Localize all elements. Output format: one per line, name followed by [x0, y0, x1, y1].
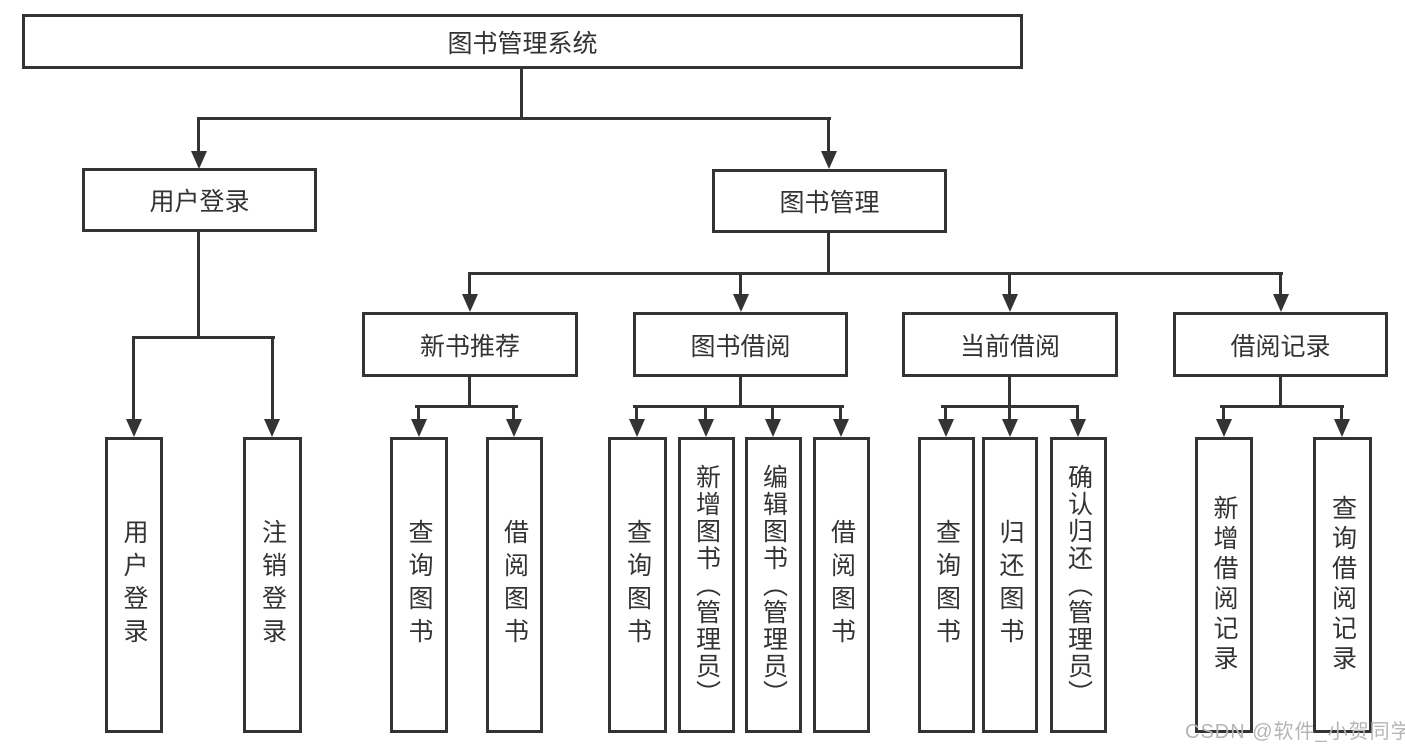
- arrowhead: [938, 419, 954, 437]
- box-book-borrow: 图书借阅: [633, 312, 848, 377]
- arrowhead: [833, 419, 849, 437]
- line-segment: [132, 336, 275, 339]
- leaf-logout: 注销登录: [243, 437, 302, 733]
- leaf-logout-label: 注销登录: [258, 519, 287, 651]
- box-user-login-label: 用户登录: [149, 188, 250, 216]
- leaf-confirm-return-admin: 确认归还（管理员）: [1050, 437, 1107, 733]
- arrowhead: [411, 419, 427, 437]
- arrowhead: [1216, 419, 1232, 437]
- leaf-edit-book-admin: 编辑图书（管理员）: [745, 437, 802, 733]
- box-book-borrow-label: 图书借阅: [690, 332, 791, 361]
- line-segment: [415, 405, 518, 408]
- arrowhead: [462, 294, 478, 312]
- line-segment: [739, 272, 742, 294]
- leaf-borrow-book-1-label: 借阅图书: [500, 519, 529, 651]
- leaf-user-login: 用户登录: [105, 437, 163, 733]
- line-segment: [1008, 377, 1011, 408]
- leaf-add-book-admin: 新增图书（管理员）: [678, 437, 735, 733]
- box-current-borrow: 当前借阅: [902, 312, 1118, 377]
- arrowhead: [821, 151, 837, 169]
- arrowhead: [1070, 419, 1086, 437]
- line-segment: [468, 272, 471, 294]
- line-segment: [468, 272, 1283, 275]
- box-borrow-records: 借阅记录: [1173, 312, 1388, 377]
- arrowhead: [191, 151, 207, 169]
- leaf-query-borrow-record-label: 查询借阅记录: [1328, 495, 1357, 675]
- box-root-system: 图书管理系统: [22, 14, 1023, 69]
- leaf-add-borrow-record-label: 新增借阅记录: [1210, 495, 1238, 675]
- line-segment: [827, 233, 830, 275]
- arrowhead: [1334, 419, 1350, 437]
- line-segment: [1279, 377, 1282, 408]
- line-segment: [704, 405, 707, 419]
- arrowhead: [264, 419, 280, 437]
- box-user-login: 用户登录: [82, 168, 317, 232]
- arrowhead: [506, 419, 522, 437]
- line-segment: [633, 405, 844, 408]
- leaf-add-book-admin-label: 新增图书（管理员）: [692, 463, 721, 707]
- leaf-user-login-label: 用户登录: [120, 519, 148, 651]
- box-borrow-records-label: 借阅记录: [1230, 332, 1331, 361]
- arrowhead: [698, 419, 714, 437]
- line-segment: [839, 405, 842, 419]
- line-segment: [771, 405, 774, 419]
- leaf-query-book-1-label: 查询图书: [405, 519, 433, 651]
- arrowhead: [733, 294, 749, 312]
- line-segment: [944, 405, 947, 419]
- line-segment: [520, 69, 523, 120]
- line-segment: [512, 405, 515, 419]
- line-segment: [635, 405, 638, 419]
- box-book-management: 图书管理: [712, 169, 947, 233]
- box-current-borrow-label: 当前借阅: [959, 332, 1060, 361]
- leaf-edit-book-admin-label: 编辑图书（管理员）: [759, 463, 788, 707]
- leaf-return-book-label: 归还图书: [996, 519, 1024, 651]
- arrowhead: [1273, 294, 1289, 312]
- leaf-query-borrow-record: 查询借阅记录: [1313, 437, 1372, 733]
- box-new-book-recommend-label: 新书推荐: [419, 332, 520, 361]
- leaf-borrow-book-2: 借阅图书: [813, 437, 870, 733]
- leaf-borrow-book-1: 借阅图书: [486, 437, 543, 733]
- arrowhead: [1002, 294, 1018, 312]
- line-segment: [197, 117, 200, 151]
- line-segment: [1222, 405, 1225, 419]
- arrowhead: [765, 419, 781, 437]
- line-segment: [1008, 405, 1011, 419]
- leaf-add-borrow-record: 新增借阅记录: [1195, 437, 1253, 733]
- line-segment: [1220, 405, 1344, 408]
- leaf-query-book-2: 查询图书: [608, 437, 667, 733]
- arrowhead: [1002, 419, 1018, 437]
- box-book-management-label: 图书管理: [779, 189, 880, 217]
- leaf-borrow-book-2-label: 借阅图书: [827, 519, 856, 651]
- line-segment: [271, 336, 274, 419]
- line-segment: [132, 336, 135, 419]
- leaf-query-book-1: 查询图书: [390, 437, 448, 733]
- line-segment: [1008, 272, 1011, 294]
- watermark: CSDN @软件_小贺同学: [1185, 721, 1405, 743]
- line-segment: [197, 117, 831, 120]
- box-new-book-recommend: 新书推荐: [362, 312, 578, 377]
- line-segment: [1076, 405, 1079, 419]
- line-segment: [468, 377, 471, 408]
- leaf-confirm-return-admin-label: 确认归还（管理员）: [1064, 463, 1093, 707]
- leaf-query-book-3: 查询图书: [918, 437, 975, 733]
- line-segment: [1279, 272, 1282, 294]
- box-root-system-label: 图书管理系统: [447, 29, 598, 58]
- line-segment: [827, 117, 830, 151]
- line-segment: [739, 377, 742, 408]
- arrowhead: [629, 419, 645, 437]
- line-segment: [1340, 405, 1343, 419]
- leaf-query-book-3-label: 查询图书: [932, 519, 961, 651]
- leaf-query-book-2-label: 查询图书: [623, 519, 652, 651]
- leaf-return-book: 归还图书: [982, 437, 1038, 733]
- line-segment: [417, 405, 420, 419]
- line-segment: [197, 232, 200, 339]
- arrowhead: [126, 419, 142, 437]
